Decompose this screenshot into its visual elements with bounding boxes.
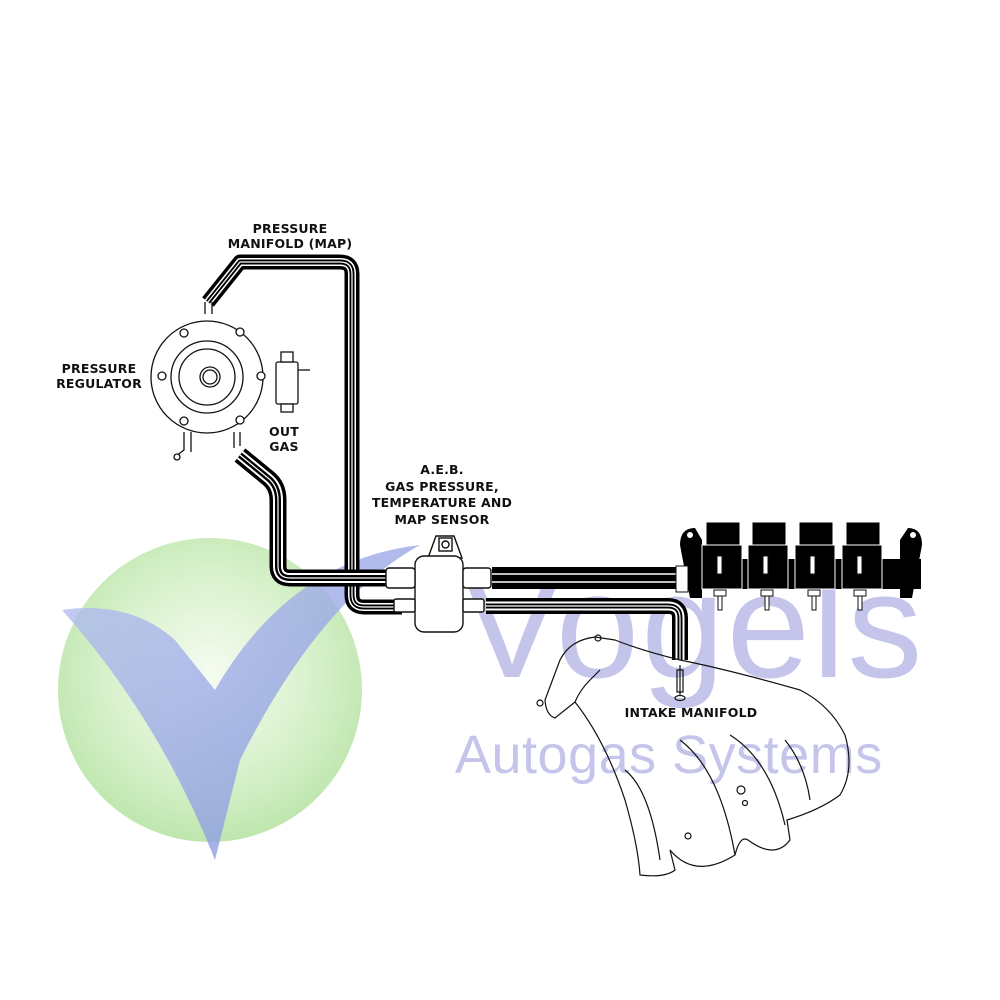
checkmark-icon — [62, 545, 420, 860]
label-intake-manifold: INTAKE MANIFOLD — [624, 705, 758, 720]
watermark-tagline: Autogas Systems — [455, 725, 883, 785]
intake-tube — [486, 598, 688, 660]
label-pressure-regulator: PRESSURE REGULATOR — [56, 361, 142, 391]
intake-manifold — [536, 634, 850, 877]
out-gas-tube — [234, 448, 388, 587]
label-out-gas: OUT GAS — [269, 424, 299, 454]
injector-rail — [675, 521, 922, 611]
aeb-sensor — [385, 535, 492, 633]
label-pressure-manifold: PRESSURE MANIFOLD (MAP) — [227, 221, 353, 251]
label-aeb-sensor: A.E.B. GAS PRESSURE, TEMPERATURE AND MAP… — [371, 462, 513, 527]
rail-tube — [492, 567, 682, 589]
bolt-icons — [157, 327, 266, 426]
pressure-regulator — [150, 302, 310, 461]
map-tube — [202, 254, 402, 615]
